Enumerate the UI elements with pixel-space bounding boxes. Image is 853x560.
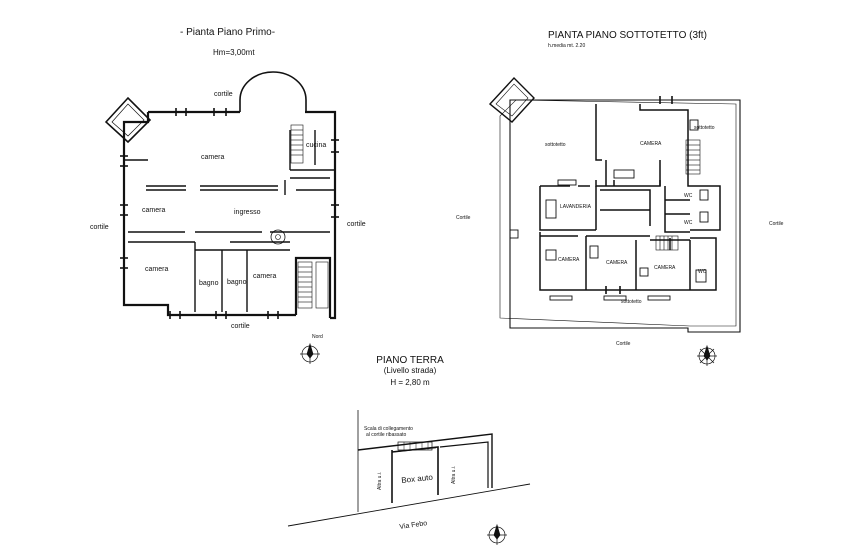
first-floor-cortile-top: cortile <box>214 91 233 98</box>
room-label-cucina: cucina <box>306 142 327 149</box>
room-label-wc: WC <box>684 220 693 226</box>
room-label-bagno: bagno <box>199 280 219 287</box>
room-label-camera: CAMERA <box>654 265 676 271</box>
ground-floor-plan <box>287 410 531 527</box>
compass-rose-first-floor <box>300 342 320 364</box>
room-label-sottotetto: sottotetto <box>621 299 642 305</box>
room-label-camera: camera <box>201 154 225 161</box>
room-label-camera: CAMERA <box>558 257 580 263</box>
stair-note-line-2: al cortile ribassato <box>366 432 407 438</box>
compass-rose-attic <box>697 344 717 366</box>
room-label-bagno: bagno <box>227 279 247 286</box>
label-altra-ui: Altra u.i. <box>377 471 383 490</box>
room-label-sottotetto: sottotetto <box>545 142 566 148</box>
first-floor-plan <box>104 71 339 320</box>
first-floor-cortile-bottom: cortile <box>231 323 250 330</box>
room-label-camera: camera <box>145 266 169 273</box>
room-label-ingresso: ingresso <box>234 209 261 216</box>
attic-title: PIANTA PIANO SOTTOTETTO (3ft) <box>548 30 707 41</box>
attic-average-height: h.media mt. 2.20 <box>548 43 586 49</box>
first-floor-title: - Pianta Piano Primo- <box>180 27 276 38</box>
room-label-camera: CAMERA <box>640 141 662 147</box>
attic-cortile-left: Cortile <box>456 215 471 221</box>
room-label-wc: WC <box>698 269 707 275</box>
first-floor-cortile-right: cortile <box>347 221 366 228</box>
compass-nord-label: Nord <box>312 334 323 340</box>
first-floor-cortile-left: cortile <box>90 224 109 231</box>
compass-rose-ground-floor <box>487 523 507 545</box>
room-label-wc: WC <box>684 193 693 199</box>
room-label-camera: camera <box>253 273 277 280</box>
ground-floor-title: PIANO TERRA <box>376 355 444 366</box>
attic-cortile-right: Cortile <box>769 221 784 227</box>
ground-floor-height: H = 2,80 m <box>390 378 430 387</box>
room-label-camera: camera <box>142 207 166 214</box>
stair-note-line-1: Scala di collegamento <box>364 426 413 432</box>
attic-plan <box>488 76 741 333</box>
room-label-sottotetto: sottotetto <box>694 125 715 131</box>
attic-cortile-bottom: Cortile <box>616 341 631 347</box>
ground-floor-subtitle: (Livello strada) <box>383 366 437 375</box>
first-floor-height: Hm=3,00mt <box>213 48 255 57</box>
room-label-camera: CAMERA <box>606 260 628 266</box>
label-altra-ui: Altra u.i. <box>451 465 457 484</box>
room-label-lavanderia: LAVANDERIA <box>560 204 591 210</box>
